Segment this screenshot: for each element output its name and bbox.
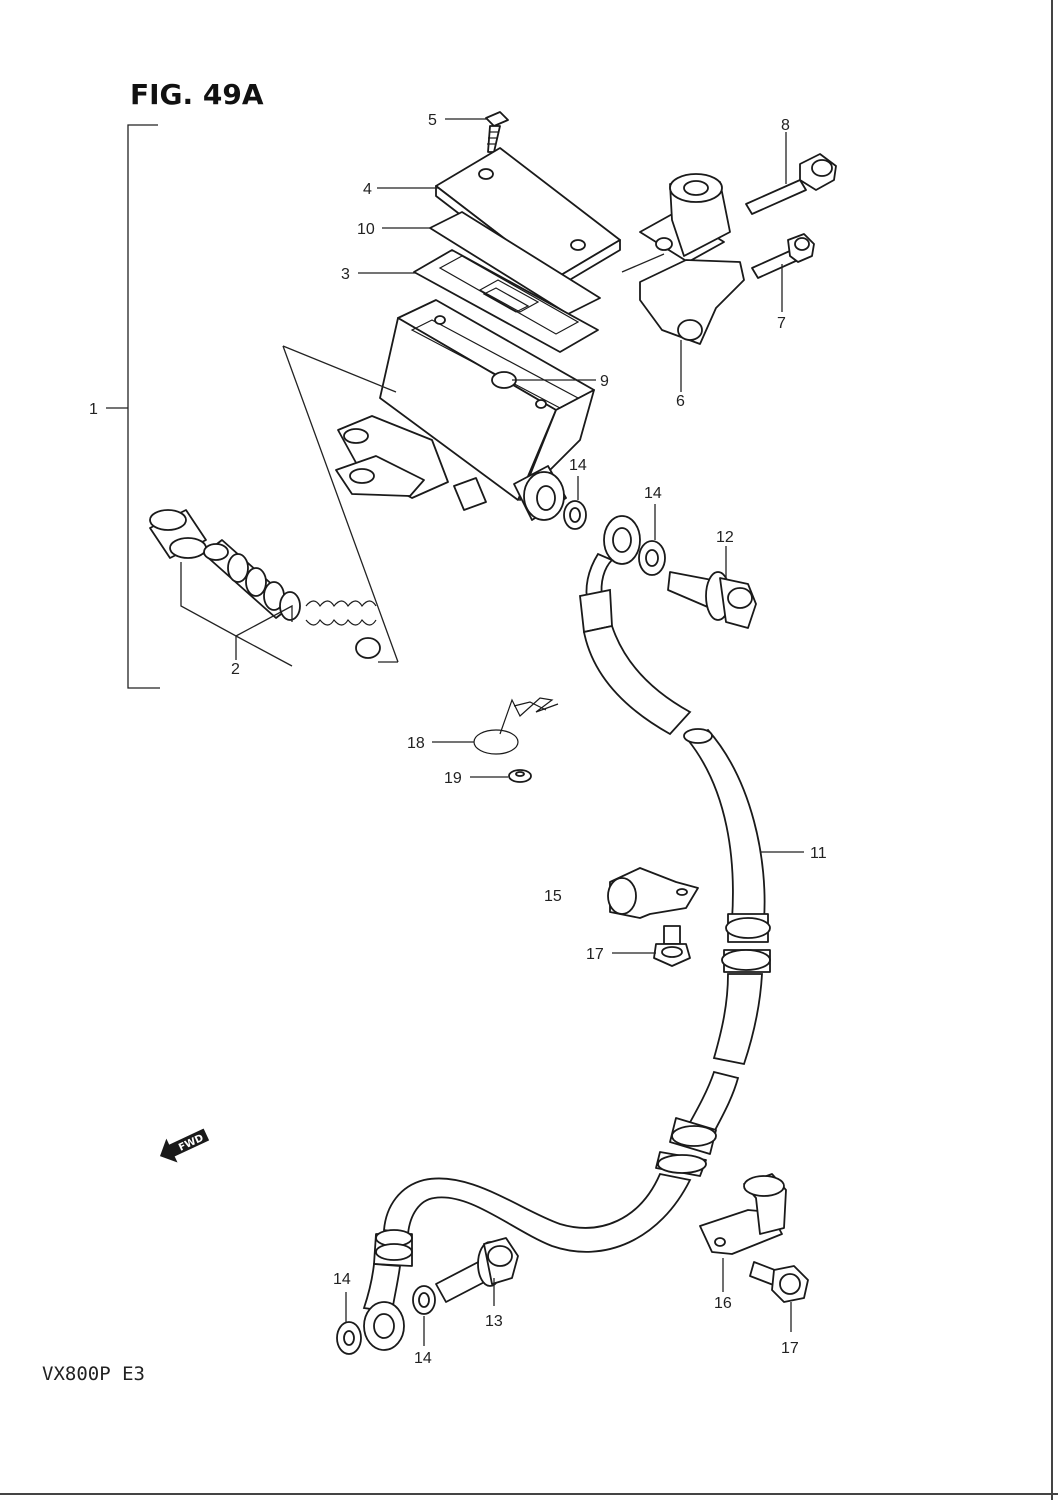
part-17-bolt-b: [749, 1261, 809, 1303]
callout-17-a: 17: [586, 946, 604, 963]
lower-hose-segment: [362, 1070, 740, 1351]
callout-3: 3: [341, 266, 350, 283]
callout-12: 12: [716, 529, 734, 546]
master-cylinder-body: [335, 299, 595, 521]
callout-7: 7: [777, 315, 786, 332]
part-18-wire-clip: [473, 697, 559, 755]
callout-17-b: 17: [781, 1340, 799, 1357]
part-3-diaphragm: [413, 249, 599, 353]
callout-8: 8: [781, 117, 790, 134]
model-label: VX800P E3: [42, 1363, 145, 1385]
callout-11: 11: [810, 845, 827, 862]
part-14-washer-a: [563, 500, 587, 530]
part-19-washer: [508, 769, 532, 783]
part-13-union-bolt: [435, 1237, 519, 1303]
part-5-screw: [485, 111, 509, 153]
callout-1: 1: [89, 401, 98, 418]
callout-14-a: 14: [569, 457, 587, 474]
callout-19: 19: [444, 770, 462, 787]
forward-arrow-icon: FWD: [159, 1128, 210, 1163]
callout-14-c: 14: [333, 1271, 351, 1288]
callout-15: 15: [544, 888, 562, 905]
callout-13: 13: [485, 1313, 503, 1330]
callout-14-d: 14: [414, 1350, 432, 1367]
part-14-washer-d: [412, 1285, 436, 1315]
part-11-hose: [683, 728, 771, 1066]
part-2-piston-kit: [149, 509, 381, 659]
part-15-hose-clamp: [607, 867, 699, 919]
part-12-union-bolt: [667, 571, 757, 629]
part-2-bracket: [180, 562, 293, 667]
callout-5: 5: [428, 112, 437, 129]
part-7-bolt: [751, 233, 815, 279]
exploded-guide-lines: [282, 345, 399, 663]
part-14-washer-b: [638, 540, 666, 576]
part-14-washer-c: [336, 1321, 362, 1355]
part-16-bracket: [699, 1173, 787, 1255]
part-8-bolt: [745, 153, 837, 215]
callout-2: 2: [231, 661, 240, 678]
assembly-bracket-1: [106, 124, 160, 689]
callout-10: 10: [357, 221, 375, 238]
figure-title: FIG. 49A: [130, 78, 264, 111]
callout-6: 6: [676, 393, 685, 410]
upper-hose-segment: [579, 515, 692, 736]
part-6-clamp-holder: [639, 173, 745, 345]
callout-4: 4: [363, 181, 372, 198]
callout-18: 18: [407, 735, 425, 752]
callout-9: 9: [600, 373, 609, 390]
callout-14-b: 14: [644, 485, 662, 502]
callout-16: 16: [714, 1295, 732, 1312]
part-10-plate: [429, 211, 601, 315]
part-17-bolt-a: [653, 925, 691, 967]
